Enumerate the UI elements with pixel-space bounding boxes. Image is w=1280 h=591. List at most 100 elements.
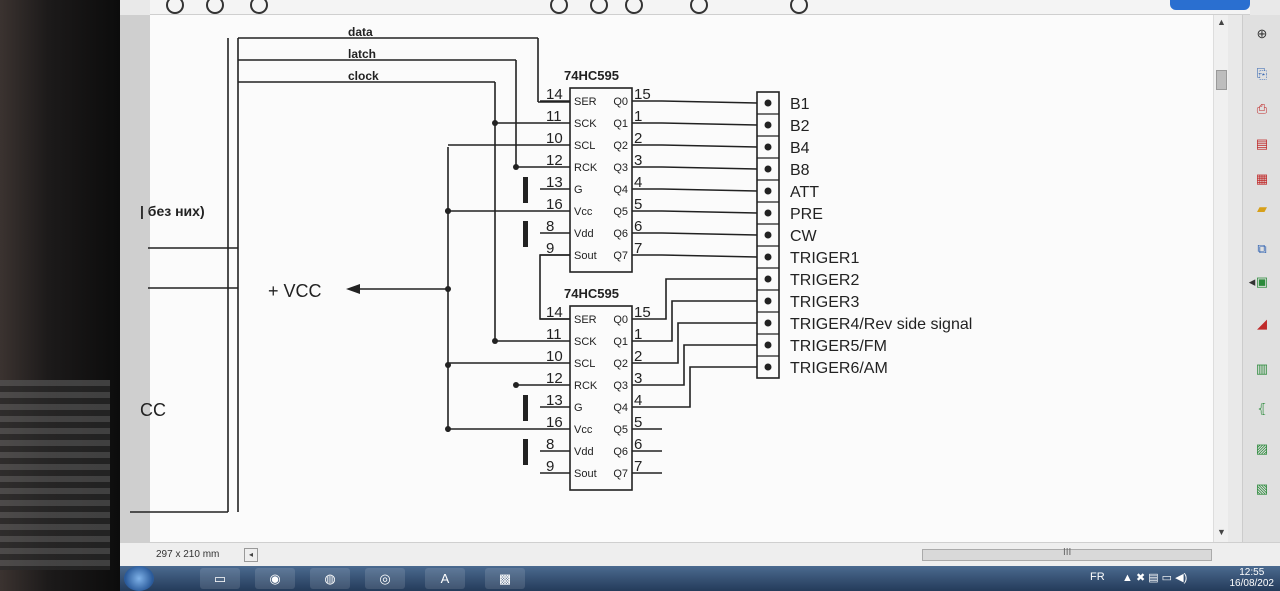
chip1-pin-num: 7 <box>634 240 642 257</box>
undo-icon[interactable] <box>250 0 268 14</box>
tray-arrow-icon[interactable]: ▲ ✖ ▤ ▭ ◀) <box>1122 572 1188 584</box>
cursor-icon[interactable] <box>550 0 568 14</box>
firefox-icon[interactable]: ◍ <box>310 568 350 589</box>
scan-icon[interactable]: ▣ <box>1255 274 1269 289</box>
data-label: data <box>348 25 373 39</box>
left-margin <box>120 15 150 542</box>
chip2-pin-name: Q4 <box>613 402 628 414</box>
chip1-pin-num: 6 <box>634 218 642 235</box>
date-label: 16/08/202 <box>1229 578 1275 589</box>
left-cropped-text: | без них) <box>140 203 205 219</box>
language-indicator[interactable]: FR <box>1090 571 1105 583</box>
create-pdf-icon[interactable]: ⎙ <box>1256 101 1268 116</box>
windows-taskbar: ▭ ◉ ◍ ◎ A ▩ FR ▲ ✖ ▤ ▭ ◀) 12:55 16/08/20… <box>120 566 1280 591</box>
star-icon[interactable] <box>206 0 224 14</box>
connector-label: PRE <box>790 206 823 223</box>
connector-pin <box>764 231 772 239</box>
organize-icon[interactable]: ▦ <box>1255 171 1269 186</box>
chip1-pin-name: SCK <box>574 118 597 130</box>
status-bar: 297 x 210 mm ◂ III <box>120 542 1280 567</box>
explorer-icon[interactable]: ▭ <box>200 568 240 589</box>
chip2-gnd-bar <box>523 439 528 465</box>
chip2-pin-name: Q6 <box>613 446 628 458</box>
media-player-icon[interactable]: ◉ <box>255 568 295 589</box>
connector-label: TRIGER4/Rev side signal <box>790 316 972 333</box>
chip1-pin-num: 11 <box>546 108 562 125</box>
chip2-body <box>569 305 633 491</box>
edit-pdf-icon[interactable]: ▤ <box>1255 136 1269 151</box>
scroll-up-icon[interactable]: ▲ <box>1217 17 1226 27</box>
zoom-in-icon[interactable] <box>625 0 643 14</box>
start-button[interactable] <box>124 566 154 591</box>
connector-pin <box>764 363 772 371</box>
chip1-gnd-bar <box>523 221 528 247</box>
scroll-down-icon[interactable]: ▼ <box>1217 527 1226 537</box>
chip1-pin-num: 10 <box>546 130 563 147</box>
vcc-label: + VCC <box>268 281 322 301</box>
terminal-icon[interactable]: ▩ <box>485 568 525 589</box>
chip2-pin-name: SCK <box>574 336 597 348</box>
chip1-pin-name: SCL <box>574 140 595 152</box>
export-pdf-icon[interactable]: ⎘ <box>1256 66 1268 81</box>
chip2-pin-num: 8 <box>546 436 554 453</box>
scroll-grip[interactable]: III <box>1063 547 1072 558</box>
chip2-output-wire <box>662 300 757 342</box>
fit-page-icon[interactable] <box>790 0 808 14</box>
vertical-scrollbar[interactable]: ▲ ▼ <box>1213 15 1228 542</box>
chip1-pin-name: Q3 <box>613 162 628 174</box>
chip1-output-wire <box>661 210 758 214</box>
send-icon[interactable]: ▧ <box>1255 481 1269 496</box>
compress-icon[interactable]: ▥ <box>1255 361 1269 376</box>
collapse-icon[interactable]: ◂ <box>1248 274 1256 289</box>
chip2-pin-name: Q2 <box>613 358 628 370</box>
acrobat-icon[interactable]: A <box>425 568 465 589</box>
monitor-bezel <box>0 0 120 591</box>
chip2-output-wire <box>662 344 757 386</box>
toolbar <box>150 0 1250 15</box>
fill-sign-icon[interactable]: ◢ <box>1257 316 1267 331</box>
chip1-pin-name: Q5 <box>613 206 628 218</box>
home-icon[interactable] <box>166 0 184 14</box>
chip2-pin-num: 7 <box>634 458 642 475</box>
chip2-pin-name: RCK <box>574 380 598 392</box>
tools-panel: ⊕ ⎘ ⎙ ▤ ▦ ▰ ⧉ ◂ ▣ ◢ ▥ ⦃ ▨ ▧ <box>1242 15 1280 555</box>
chip2-pin-num: 6 <box>634 436 642 453</box>
chip2-pin-num: 12 <box>546 370 563 387</box>
sign-in-button[interactable] <box>1170 0 1250 10</box>
left-cropped-text-cc: CC <box>140 400 166 420</box>
chip2-pin-num: 11 <box>546 326 562 343</box>
horizontal-scrollbar[interactable]: III <box>922 547 1212 561</box>
comment-icon[interactable]: ▰ <box>1257 201 1267 216</box>
vcc-arrow <box>346 284 360 294</box>
combine-icon[interactable]: ⧉ <box>1257 241 1267 256</box>
chip2-pin-name: Q0 <box>613 314 628 326</box>
connector-label: B8 <box>790 162 810 179</box>
connector-pin <box>764 253 772 261</box>
chip2-pin-num: 1 <box>634 326 642 343</box>
chip1-body <box>569 87 633 273</box>
protect-icon[interactable]: ⦃ <box>1257 401 1267 416</box>
scroll-thumb[interactable] <box>1216 70 1227 90</box>
zoom-out-icon[interactable] <box>590 0 608 14</box>
chip2-pin-num: 16 <box>546 414 563 431</box>
chip1-output-wire <box>661 144 758 148</box>
chip2-title: 74HC595 <box>564 286 619 301</box>
chip1-pin-num: 9 <box>546 240 554 257</box>
chip1-pin-name: Q6 <box>613 228 628 240</box>
chip2-pin-name: Q3 <box>613 380 628 392</box>
daisy-chain-wire <box>539 254 570 320</box>
chip1-pin-num: 8 <box>546 218 554 235</box>
select-icon[interactable] <box>690 0 708 14</box>
chip1-output-wire <box>661 100 758 104</box>
more-tools-icon[interactable]: ▨ <box>1255 441 1269 456</box>
chip1-output-wire <box>661 122 758 126</box>
page-size-toggle-icon[interactable]: ◂ <box>244 548 258 562</box>
zoom-icon[interactable]: ⊕ <box>1256 26 1268 41</box>
connector-pin <box>764 297 772 305</box>
clock[interactable]: 12:55 16/08/202 <box>1230 567 1275 589</box>
background-shelf <box>0 380 110 570</box>
chip2-pin-num: 3 <box>634 370 642 387</box>
chip1-output-wire <box>661 254 758 258</box>
chip1-pin-num: 15 <box>634 86 651 103</box>
chrome-icon[interactable]: ◎ <box>365 568 405 589</box>
